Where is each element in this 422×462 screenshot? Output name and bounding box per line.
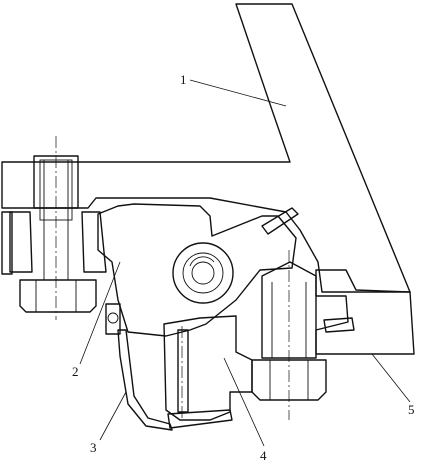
callout-5: 5: [408, 402, 415, 417]
right-bolt: [251, 250, 327, 420]
part-4-clamp: [163, 315, 253, 429]
seal-strip: [261, 207, 299, 235]
part-1-frame: [1, 3, 411, 293]
part-2-bearing-block: [97, 203, 297, 337]
left-bolt: [1, 136, 107, 320]
part-5-clamp-bar: [315, 269, 415, 355]
leader-lines: [79, 79, 411, 447]
callout-3: 3: [90, 440, 97, 455]
part-3-bent-plate: [105, 303, 173, 431]
callout-4: 4: [260, 448, 267, 462]
callout-2: 2: [72, 364, 79, 379]
callout-1: 1: [180, 72, 187, 87]
